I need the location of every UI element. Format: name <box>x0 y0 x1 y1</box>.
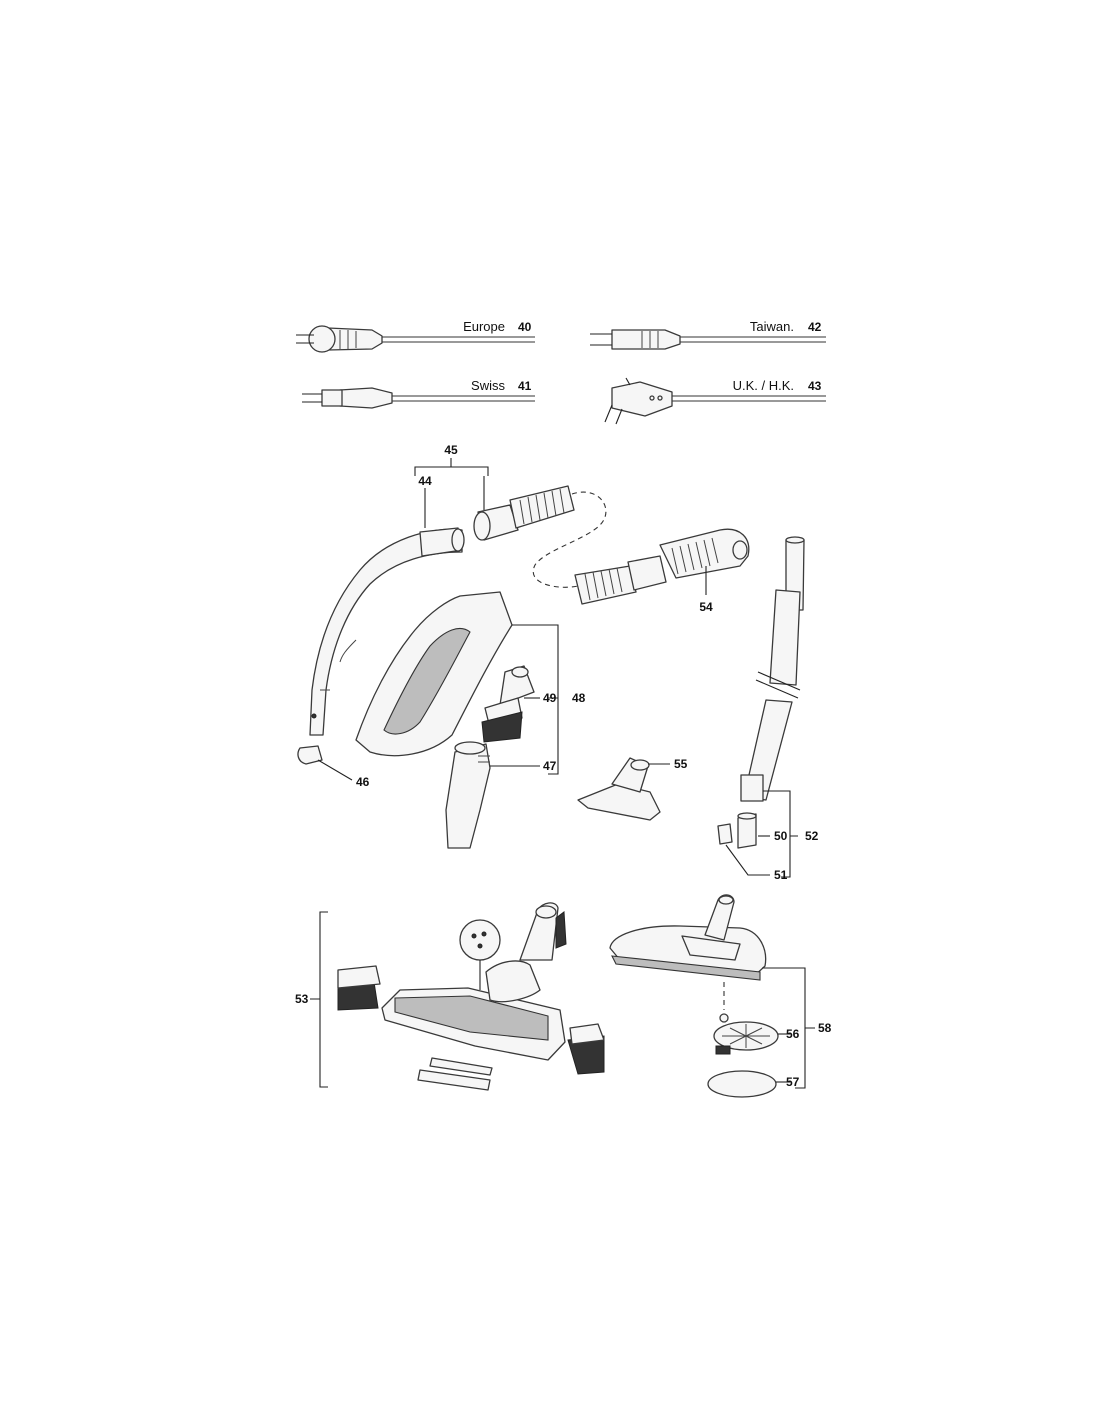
callout-49: 49 <box>543 691 557 705</box>
callout-43: 43 <box>808 379 822 393</box>
callout-41: 41 <box>518 379 532 393</box>
callout-45: 45 <box>444 443 458 457</box>
dusting-brush: 49 <box>481 665 557 743</box>
callout-58: 58 <box>818 1021 832 1035</box>
cord-taiwan: Taiwan. 42 <box>590 319 826 350</box>
callout-40: 40 <box>518 320 532 334</box>
crevice-tool: 47 <box>445 741 557 849</box>
floor-nozzle: 53 <box>295 902 605 1091</box>
callout-57: 57 <box>786 1075 800 1089</box>
tube-clips: 50 51 <box>717 812 788 882</box>
cord-label-uk-hk: U.K. / H.K. <box>733 378 794 393</box>
cord-uk-hk: U.K. / H.K. 43 <box>604 377 826 425</box>
cord-swiss: Swiss 41 <box>302 378 535 409</box>
callout-55: 55 <box>674 757 688 771</box>
callout-51: 51 <box>774 868 788 882</box>
callout-50: 50 <box>774 829 788 843</box>
callout-54: 54 <box>699 600 713 614</box>
bracket-45: 45 44 <box>414 443 489 528</box>
hose-clip: 46 <box>297 745 370 789</box>
callout-53: 53 <box>295 992 309 1006</box>
callout-47: 47 <box>543 759 557 773</box>
telescopic-tube: 52 <box>740 536 819 878</box>
cord-label-europe: Europe <box>463 319 505 334</box>
cord-label-swiss: Swiss <box>471 378 505 393</box>
cord-europe: Europe 40 <box>296 319 535 353</box>
upholstery-tool: 55 <box>577 757 688 821</box>
handle-grip: 48 <box>355 591 586 775</box>
hose-upper <box>473 485 607 588</box>
hose-lower: 54 <box>574 528 750 614</box>
callout-52: 52 <box>805 829 819 843</box>
callout-46: 46 <box>356 775 370 789</box>
cord-label-taiwan: Taiwan. <box>750 319 794 334</box>
callout-44: 44 <box>418 474 432 488</box>
handle-tube <box>309 527 465 736</box>
callout-42: 42 <box>808 320 822 334</box>
hard-floor-nozzle: 58 56 57 <box>609 894 832 1098</box>
callout-56: 56 <box>786 1027 800 1041</box>
callout-48: 48 <box>572 691 586 705</box>
